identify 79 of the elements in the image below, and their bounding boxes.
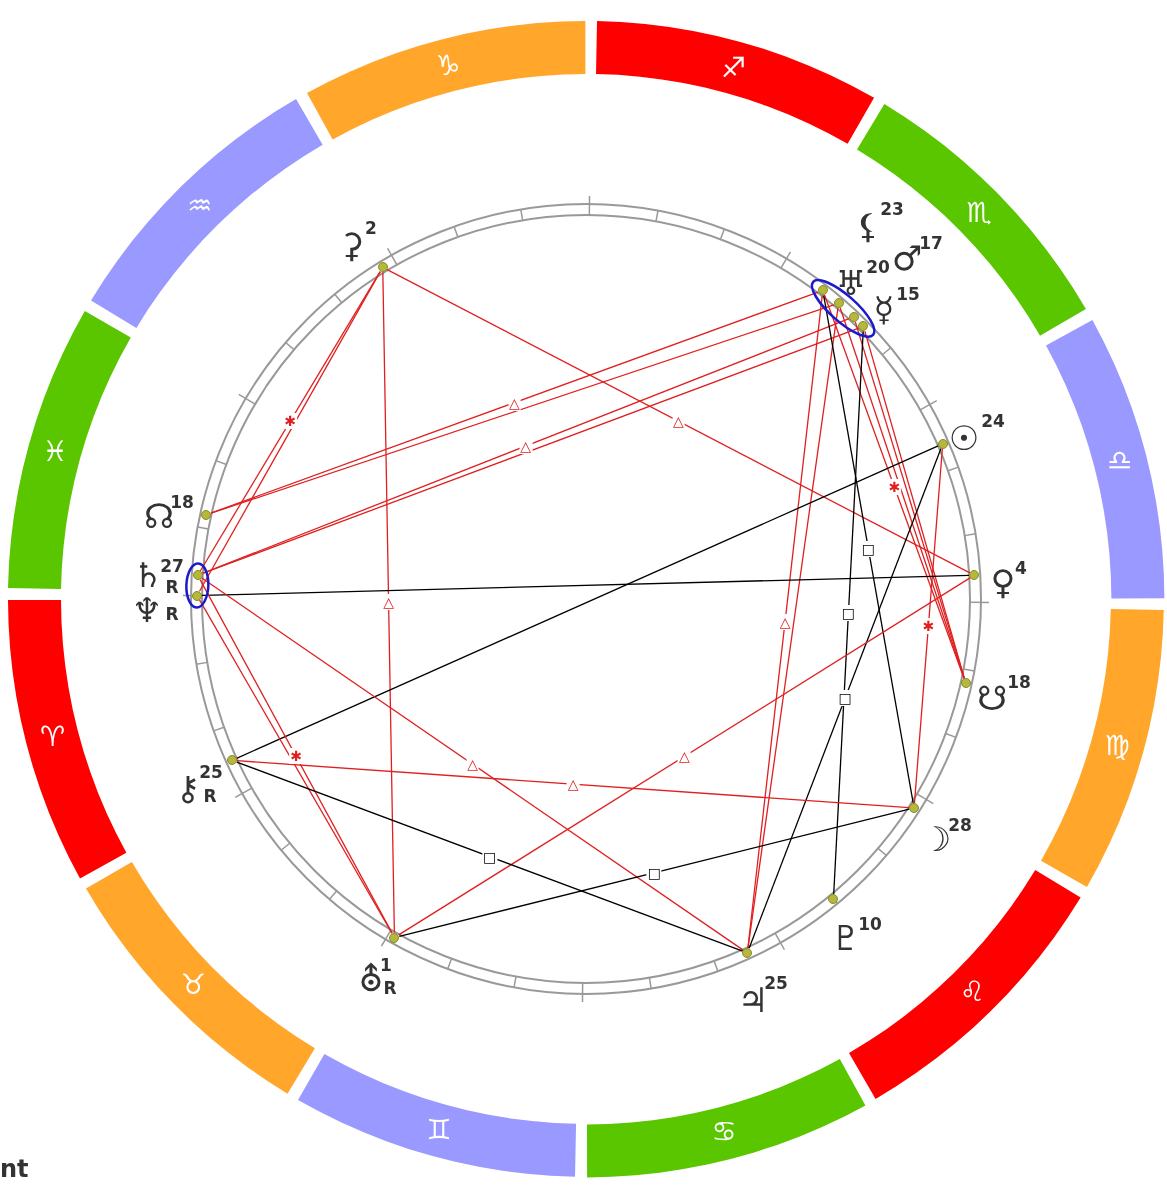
aspect-line xyxy=(823,294,914,804)
aspect-symbol: ✱ xyxy=(887,478,902,495)
planet-degree: 2 xyxy=(365,219,377,237)
zodiac-sign-glyph: ♑ xyxy=(435,51,461,80)
planet-degree: R xyxy=(165,578,179,596)
aspect-symbol: □ xyxy=(840,604,857,621)
planet-degree: R xyxy=(383,979,397,997)
zodiac-sign-glyph: ♋ xyxy=(711,1118,737,1147)
aspect-line xyxy=(833,330,864,895)
aspect-line xyxy=(382,271,395,934)
planet-glyph: ♆ xyxy=(131,593,163,627)
planet-degree: 25 xyxy=(199,763,223,781)
zodiac-sign-glyph: ♉ xyxy=(180,971,206,1000)
aspect-line xyxy=(913,448,943,804)
aspect-symbol: △ xyxy=(677,748,691,765)
planet-point xyxy=(377,262,388,273)
zodiac-sign-glyph: ♒ xyxy=(187,192,213,220)
aspect-line xyxy=(236,761,744,952)
zodiac-sign-glyph: ♓ xyxy=(42,437,68,466)
planet-degree: R xyxy=(165,605,179,623)
planet-point xyxy=(227,755,237,766)
planet-point xyxy=(960,678,971,689)
aspect-symbol: □ xyxy=(837,690,853,707)
aspect-line xyxy=(747,307,839,949)
planet-degree: R xyxy=(203,787,217,805)
aspect-symbol: □ xyxy=(860,541,877,558)
aspect-symbol: △ xyxy=(382,594,395,611)
planet-glyph: ⚷ xyxy=(175,771,201,805)
planet-degree: 4 xyxy=(1015,559,1027,577)
planet-point xyxy=(909,803,920,813)
planet-point xyxy=(192,570,203,581)
aspect-symbol: △ xyxy=(778,613,792,630)
aspect-line xyxy=(235,445,939,759)
planet-point xyxy=(817,285,828,296)
planet-glyph: ☋ xyxy=(976,681,1008,715)
aspect-line xyxy=(398,808,910,937)
zodiac-sign-glyph: ♐ xyxy=(720,54,746,82)
zodiac-sign-glyph: ♏ xyxy=(966,198,992,227)
planet-point xyxy=(833,298,844,309)
aspect-line xyxy=(201,574,970,597)
planet-glyph: ⚸ xyxy=(855,209,881,243)
planet-degree: 18 xyxy=(1007,673,1031,691)
aspect-line xyxy=(747,294,823,949)
planet-point xyxy=(969,570,980,581)
planet-point xyxy=(201,509,212,520)
zodiac-sign-glyph: ♍ xyxy=(1104,732,1130,761)
aspect-line xyxy=(236,760,910,809)
planet-degree: 23 xyxy=(880,200,904,218)
aspect-symbol: △ xyxy=(466,756,479,773)
planet-degree: 10 xyxy=(858,915,882,933)
planet-degree: 15 xyxy=(896,285,920,303)
planet-degree: 17 xyxy=(919,234,943,252)
aspect-line xyxy=(748,447,942,949)
planet-point xyxy=(389,932,400,943)
planet-point xyxy=(828,894,839,905)
aspect-symbol: ✱ xyxy=(283,413,298,430)
planet-glyph: ♅ xyxy=(835,266,867,300)
zodiac-sign-glyph: ♈ xyxy=(40,722,66,751)
aspect-symbol: ✱ xyxy=(289,748,303,765)
zodiac-sign-glyph: ♊ xyxy=(426,1115,452,1144)
planet-point xyxy=(742,947,753,958)
planet-point xyxy=(937,438,948,449)
zodiac-sign-glyph: ♎ xyxy=(1106,447,1132,476)
aspect-line xyxy=(386,269,971,574)
planet-degree: 1 xyxy=(380,956,392,974)
aspect-symbol: ✱ xyxy=(921,617,936,634)
planet-degree: 24 xyxy=(981,412,1005,430)
planet-glyph: ⚳ xyxy=(339,228,365,262)
planet-point xyxy=(848,311,859,322)
cut-off-text: nt xyxy=(0,1157,29,1181)
aspect-line xyxy=(201,577,744,951)
planet-glyph: ☉ xyxy=(948,421,980,455)
planet-glyph: ♀ xyxy=(990,565,1016,599)
planet-glyph: ☿ xyxy=(873,292,895,326)
zodiac-sign-glyph: ♌ xyxy=(959,978,985,1006)
planet-degree: 20 xyxy=(866,258,890,276)
planet-point xyxy=(858,321,869,332)
planet-point xyxy=(192,590,202,601)
aspect-line xyxy=(398,577,971,936)
